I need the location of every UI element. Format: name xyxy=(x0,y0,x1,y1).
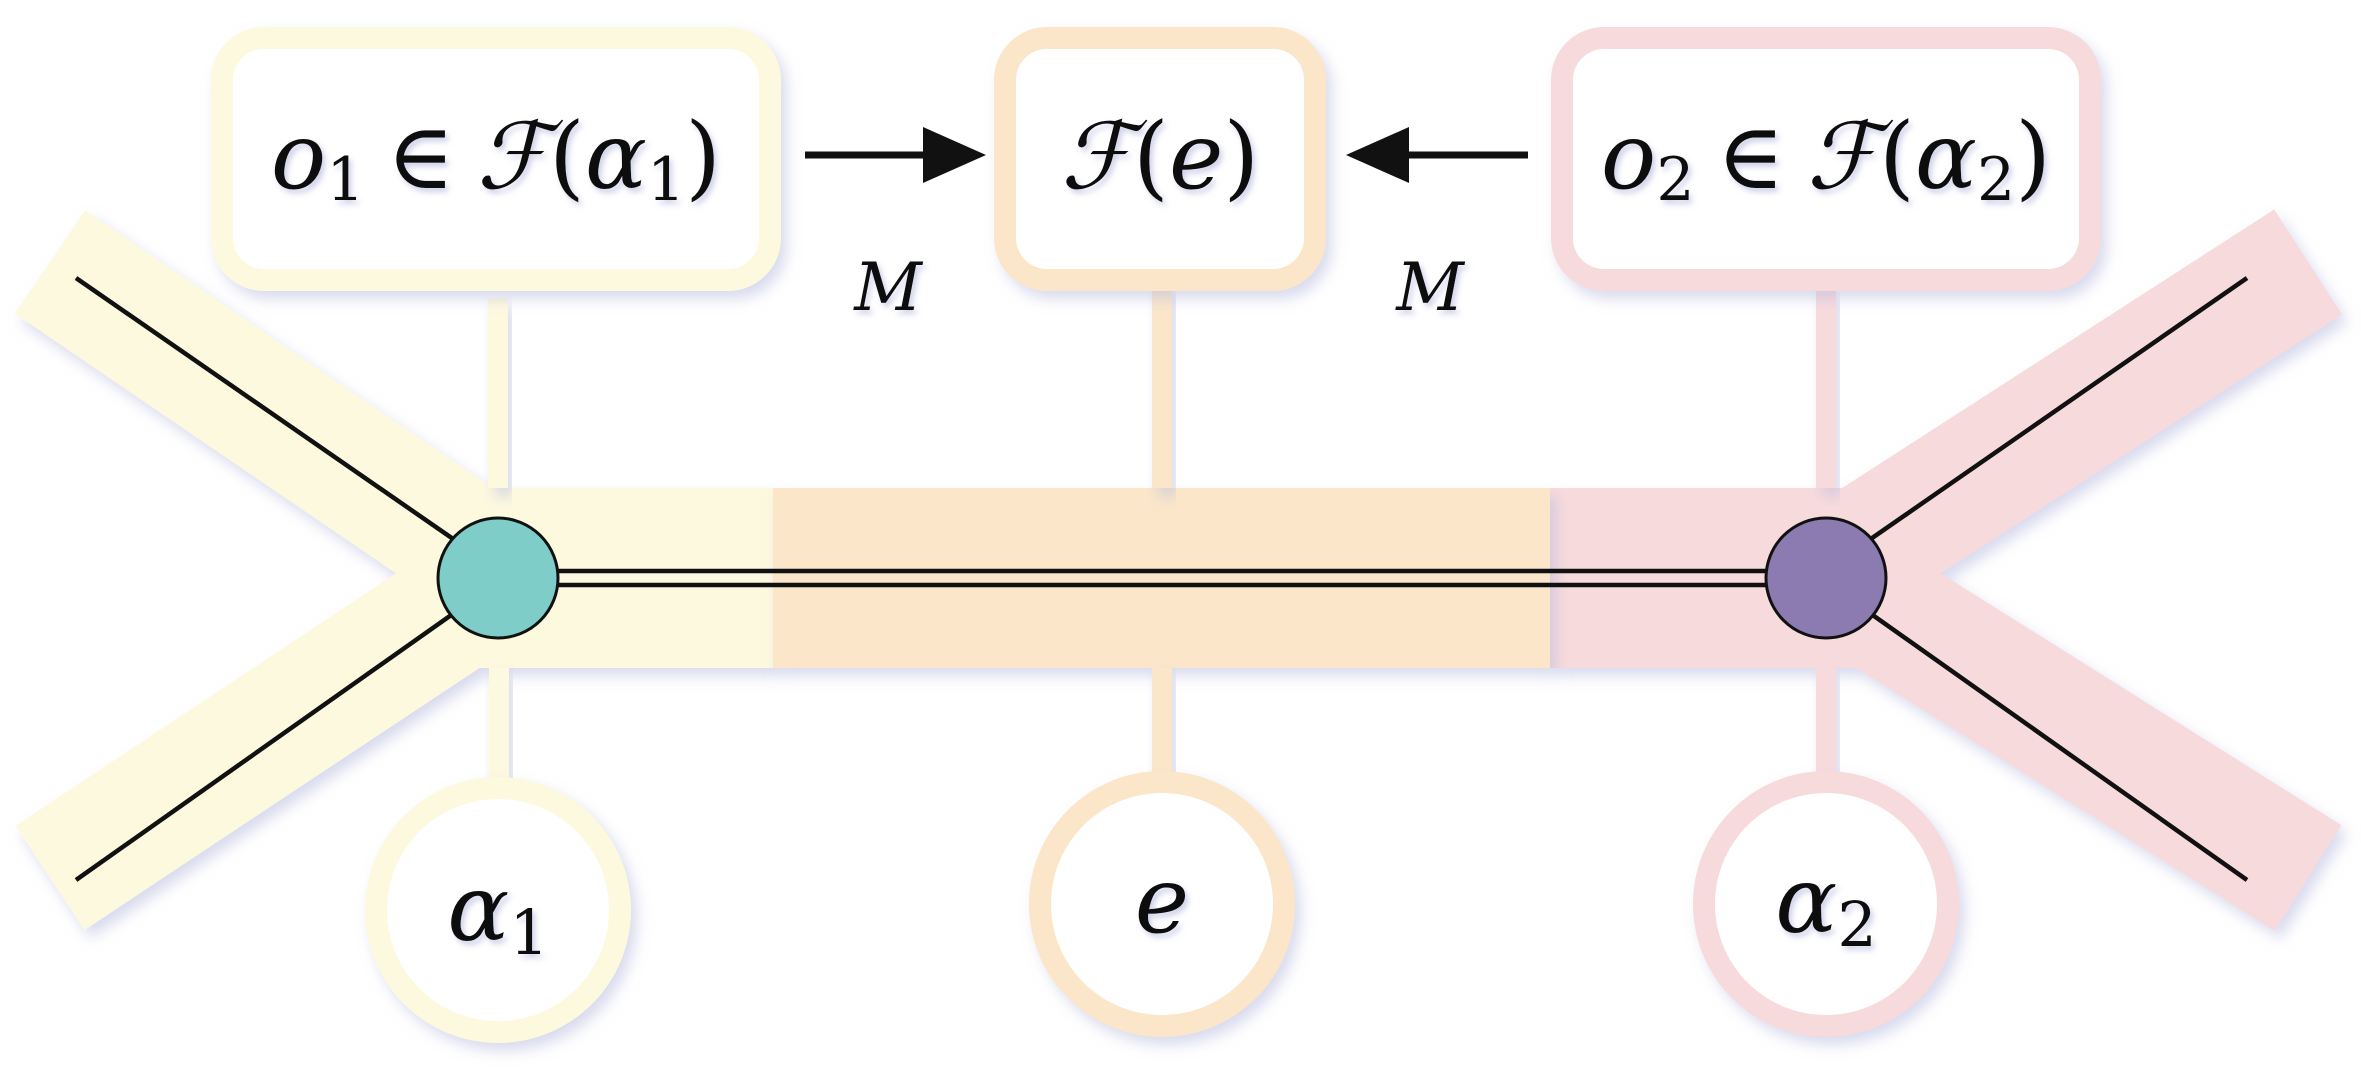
circle-center xyxy=(1029,771,1295,1037)
connector-box-center xyxy=(1152,283,1172,488)
arrow-right-label: M xyxy=(1395,249,1465,326)
box-left-main: o xyxy=(271,103,326,210)
circle-left-main: α xyxy=(447,855,509,962)
circle-center-label: e xyxy=(1135,847,1189,954)
circle-right-label: α2 xyxy=(1775,847,1877,961)
box-left-label: o1∈ℱ(α1) xyxy=(271,103,721,215)
circle-left-label: α1 xyxy=(447,855,549,969)
edge-left-upper xyxy=(74,276,500,572)
box-right-arg: α xyxy=(1915,103,1977,210)
node-right xyxy=(1764,516,1888,640)
band-right-lower-arm xyxy=(1784,517,2342,931)
circle-right-main: α xyxy=(1775,847,1837,954)
box-center-arg: e xyxy=(1169,103,1223,210)
graph-lines xyxy=(74,276,2249,882)
box-left-op: ∈ xyxy=(387,103,455,210)
band-left-lower-arm xyxy=(15,525,537,931)
box-right xyxy=(1551,27,2101,291)
band-center xyxy=(773,488,1550,668)
connector-circle-left xyxy=(489,668,509,780)
box-center xyxy=(994,27,1326,291)
box-left-sub: 1 xyxy=(326,145,364,215)
box-left-arg-sub: 1 xyxy=(647,145,685,215)
circle-right xyxy=(1693,771,1959,1037)
box-right-label: o2∈ℱ(α2) xyxy=(1601,103,2051,215)
box-center-label: ℱ(e) xyxy=(1061,103,1260,210)
connector-circle-center xyxy=(1152,668,1172,776)
edge-right-lower xyxy=(1824,580,2249,882)
arrow-left-label: M xyxy=(853,249,923,326)
circle-left xyxy=(365,777,631,1043)
connectors xyxy=(488,283,1836,780)
box-right-arg-sub: 2 xyxy=(1977,145,2015,215)
box-left xyxy=(211,27,781,291)
edge-left-lower xyxy=(74,580,500,882)
box-right-op: ∈ xyxy=(1717,103,1785,210)
circle-center-main: e xyxy=(1135,847,1189,954)
circle-right-sub: 2 xyxy=(1837,888,1876,961)
circle-left-sub: 1 xyxy=(509,896,548,969)
connector-circle-right xyxy=(1816,668,1836,776)
node-left xyxy=(436,516,560,640)
box-right-sub: 2 xyxy=(1656,145,1694,215)
box-left-arg: α xyxy=(585,103,647,210)
box-right-main: o xyxy=(1601,103,1656,210)
connector-box-right xyxy=(1816,288,1836,488)
connector-box-left xyxy=(488,298,508,488)
edge-right-upper xyxy=(1824,276,2249,572)
band-right-upper-arm xyxy=(1784,209,2342,631)
